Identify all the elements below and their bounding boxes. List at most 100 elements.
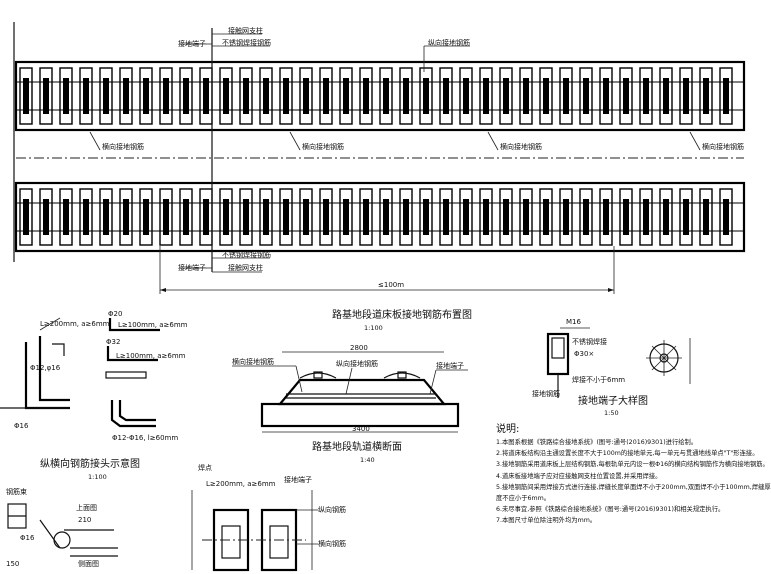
sleeper-block — [559, 188, 573, 246]
sleeper-fastener — [323, 78, 329, 114]
sleeper-block — [479, 67, 493, 125]
leader-line — [295, 365, 303, 393]
sleeper-block — [39, 67, 53, 125]
section-label-right: 接地端子 — [436, 361, 464, 370]
sleeper-block — [39, 188, 53, 246]
sleeper-fastener — [383, 78, 389, 114]
sleeper-fastener — [43, 78, 49, 114]
sleeper-fastener — [103, 78, 109, 114]
bl-label-b: 上面图 — [76, 503, 97, 512]
leader-line — [345, 367, 353, 395]
sleeper-fastener — [623, 78, 629, 114]
plan-view: ≤100m 接地端子 接触网支柱 不锈钢焊接钢筋 纵向接地钢筋 横向接地钢筋 横… — [13, 22, 746, 294]
section-scale: 1:40 — [360, 456, 375, 464]
sleeper-fastener — [503, 78, 509, 114]
sleeper-block — [519, 67, 533, 125]
sleeper-block — [99, 188, 113, 246]
sleeper-fastener — [283, 78, 289, 114]
sleeper-block — [79, 188, 93, 246]
note-item-6: 度不应小于6mm。 — [496, 495, 551, 503]
sleeper-block — [479, 188, 493, 246]
sleeper-fastener — [683, 78, 689, 114]
sleeper-block — [139, 67, 153, 125]
sleeper-fastener — [323, 199, 329, 235]
sleeper-block — [19, 188, 33, 246]
sleeper-fastener — [143, 199, 149, 235]
upper-sleepers — [16, 67, 744, 125]
bl-label-e: 侧面图 — [78, 559, 99, 568]
sleeper-fastener — [643, 78, 649, 114]
sleeper-fastener — [163, 78, 169, 114]
section-label-mid: 纵向接地钢筋 — [336, 359, 378, 368]
bm-label-d: 纵向钢筋 — [318, 505, 346, 514]
sleeper-block — [179, 67, 193, 125]
sleeper-fastener — [183, 78, 189, 114]
sleeper-fastener — [503, 199, 509, 235]
sleeper-block — [499, 67, 513, 125]
sleeper-fastener — [23, 199, 29, 235]
sleeper-fastener — [283, 199, 289, 235]
sleeper-block — [679, 188, 693, 246]
sleeper-block — [459, 188, 473, 246]
joint-label-r7: Φ16 — [14, 422, 29, 430]
sleeper-fastener — [543, 78, 549, 114]
transverse-label-2: 横向接地钢筋 — [302, 142, 344, 151]
sleeper-block — [719, 188, 733, 246]
lower-track-slab — [14, 181, 746, 253]
sleeper-block — [359, 188, 373, 246]
sleeper-block — [99, 67, 113, 125]
cross-section: 路基地段道床板接地钢筋布置图 1:100 2800 3400 横向接地钢筋 纵向… — [232, 308, 472, 464]
base-plate — [260, 402, 460, 428]
sleeper-block — [299, 67, 313, 125]
joint-label-r5: L≥100mm, a≥6mm — [116, 352, 186, 360]
sleeper-block — [299, 188, 313, 246]
detail-2 — [106, 346, 158, 362]
terminal-label-d: Φ30× — [574, 350, 594, 358]
bl-label-c: 210 — [78, 516, 91, 524]
sleeper-fastener — [63, 78, 69, 114]
terminal-title: 接地端子大样图 — [578, 394, 648, 407]
sleeper-block — [139, 188, 153, 246]
bl-circle — [53, 531, 71, 549]
leader-line — [487, 131, 499, 151]
sleeper-fastener — [383, 199, 389, 235]
transverse-label-4: 横向接地钢筋 — [702, 142, 744, 151]
sleeper-block — [219, 188, 233, 246]
sleeper-fastener — [23, 78, 29, 114]
sleeper-block — [439, 188, 453, 246]
detail-3 — [110, 400, 156, 428]
sleeper-fastener — [363, 199, 369, 235]
bottom-reserve-label: 接触网支柱 — [228, 263, 263, 272]
sleeper-block — [599, 67, 613, 125]
sleeper-fastener — [463, 78, 469, 114]
joint-label-r1: L≥200mm, a≥6mm — [40, 320, 110, 328]
sleeper-block — [539, 67, 553, 125]
section-dim-top: 2800 — [350, 344, 368, 352]
sleeper-fastener — [63, 199, 69, 235]
sleeper-fastener — [523, 78, 529, 114]
bm-label-c: 接地端子 — [284, 475, 312, 484]
sleeper-fastener — [203, 199, 209, 235]
dim-arrow-left — [160, 288, 166, 292]
top-longitudinal-label: 纵向接地钢筋 — [428, 38, 470, 47]
section-label-left: 横向接地钢筋 — [232, 357, 274, 366]
sleeper-block — [419, 67, 433, 125]
sleeper-block — [359, 67, 373, 125]
joint-detail-title: 纵横向钢筋接头示意图 — [40, 457, 140, 470]
joint-label-r8: Φ12-Φ16, l≥60mm — [112, 434, 178, 442]
rebar-joint-detail: L≥200mm, a≥6mm Φ12,φ16 Φ16 Φ20 L≥100mm, … — [0, 310, 188, 481]
sleeper-block — [159, 188, 173, 246]
sleeper-fastener — [643, 199, 649, 235]
sleeper-block — [239, 188, 253, 246]
bar-rect — [105, 371, 147, 379]
sleeper-fastener — [123, 199, 129, 235]
transverse-label-1: 横向接地钢筋 — [102, 142, 144, 151]
sleeper-fastener — [263, 78, 269, 114]
sleeper-fastener — [703, 78, 709, 114]
note-item-5: 5.接地钢筋间采用焊接方式进行连接,焊缝长度单面焊不小于200mm,双面焊不小于… — [496, 483, 771, 491]
sleeper-fastener — [623, 199, 629, 235]
sleeper-fastener — [603, 199, 609, 235]
sleeper-fastener — [423, 199, 429, 235]
sleeper-fastener — [163, 199, 169, 235]
rail-fastener-left — [299, 372, 337, 379]
